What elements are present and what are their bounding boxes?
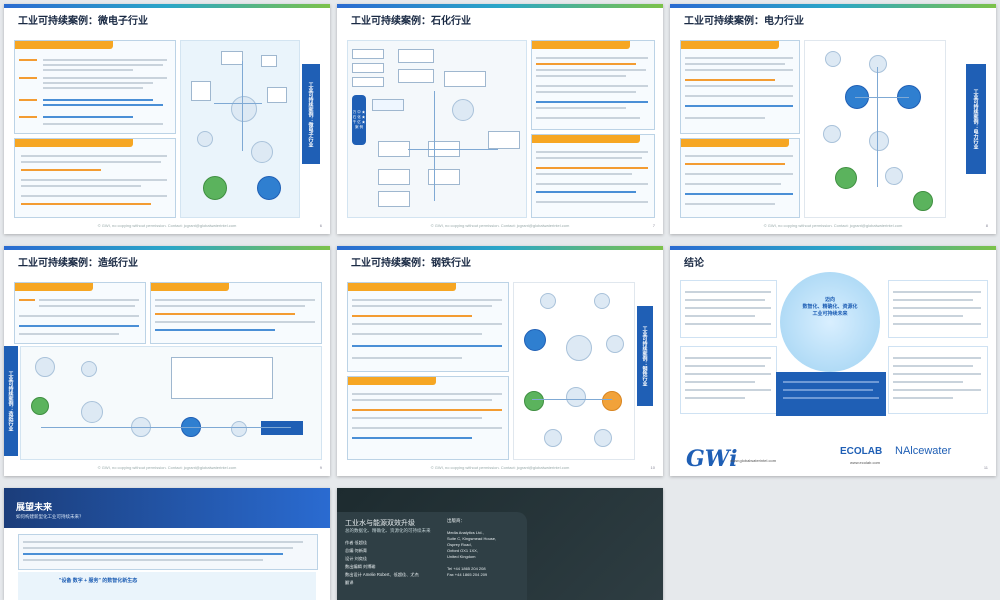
steel-diagram bbox=[513, 282, 635, 460]
cover-subtitle: 总的数据化、精确化、资源化的可持续未来 bbox=[345, 528, 431, 533]
point-box bbox=[680, 280, 777, 338]
slide-back-cover[interactable]: 工业水与能源双效升级 总的数据化、精确化、资源化的可持续未来 作者 低超佳总编 … bbox=[337, 488, 663, 600]
vertical-banner: 工业可持续案例：造纸行业 bbox=[4, 346, 18, 456]
paper-process-diagram bbox=[20, 346, 322, 460]
page-number: 11 bbox=[983, 465, 988, 470]
center-note-box bbox=[776, 372, 886, 416]
ecolab-logo: ECOLAB bbox=[840, 446, 883, 457]
slide-title: 结论 bbox=[684, 258, 704, 269]
credit-line: 数出设计 Amelie Robert、低超佳、尤杰 bbox=[345, 572, 419, 577]
footer-text: © GWI, no copying without permission. Co… bbox=[430, 465, 570, 470]
gwi-logo: GWi bbox=[686, 446, 738, 472]
footer-text: © GWI, no copying without permission. Co… bbox=[430, 223, 570, 228]
slide-title: 工业可持续案例：钢铁行业 bbox=[351, 258, 471, 269]
address-line: Fax +44 1865 204 209 bbox=[447, 572, 488, 577]
page-number: 6 bbox=[319, 223, 322, 228]
vertical-banner: 工业可持续案例：电力行业 bbox=[966, 64, 986, 174]
text-box bbox=[14, 138, 176, 218]
box-heading-tag bbox=[15, 283, 93, 291]
point-box bbox=[680, 346, 777, 414]
slide-title: 工业可持续案例：石化行业 bbox=[351, 16, 471, 27]
side-banner: 万 中 ★ 石 化 ★ 千 亿 ★ 案 例 bbox=[352, 95, 366, 145]
slide-outlook[interactable]: 展望未来 如何构建新型化工业可持续未来？ "设备 数字 + 服务" 的数智化新生… bbox=[4, 488, 330, 600]
slide-topbar bbox=[337, 4, 663, 8]
slide-paper[interactable]: 工业可持续案例：造纸行业 工业可持续案例：造纸行业 © GWI, no copy… bbox=[4, 246, 330, 476]
slide-subtitle: 如何构建新型化工业可持续未来？ bbox=[16, 514, 84, 519]
box-heading-tag bbox=[348, 283, 456, 291]
address-line: United Kingdom bbox=[447, 554, 476, 559]
credit-line: 设计 刘奕佳 bbox=[345, 556, 368, 561]
publisher-label: 出版商： bbox=[447, 518, 465, 523]
process-diagram bbox=[180, 40, 300, 218]
center-circle bbox=[780, 272, 880, 372]
slide-conclusion[interactable]: 结论 迈向 数智化、精确化、资源化 工业可持续未来 GWi www.global… bbox=[670, 246, 996, 476]
text-box bbox=[150, 282, 322, 344]
credit-line: 数出编辑 刘博瑜 bbox=[345, 564, 376, 569]
page-number: 9 bbox=[319, 465, 322, 470]
text-box bbox=[680, 40, 800, 134]
page-number: 8 bbox=[985, 223, 988, 228]
slide-microelectronics[interactable]: 工业可持续案例：微电子行业 工业可持续案例：微电子行业 © GWI, no co… bbox=[4, 4, 330, 234]
slide-steel[interactable]: 工业可持续案例：钢铁行业 工业可持续案例：钢铁行业 © GWI, no copy… bbox=[337, 246, 663, 476]
info-card bbox=[337, 512, 527, 600]
slide-topbar bbox=[670, 246, 996, 250]
ecosystem-label: "设备 数字 + 服务" 的数智化新生态 bbox=[59, 578, 138, 584]
ecosystem-panel bbox=[18, 572, 316, 600]
point-box bbox=[888, 280, 988, 338]
point-box bbox=[888, 346, 988, 414]
credit-line: 翻译 bbox=[345, 580, 354, 585]
vertical-banner: 工业可持续案例：微电子行业 bbox=[302, 64, 320, 164]
gwi-url: www.globalwaterintel.com bbox=[730, 458, 777, 463]
footer-text: © GWI, no copying without permission. Co… bbox=[97, 223, 237, 228]
text-box bbox=[347, 376, 509, 460]
slide-topbar bbox=[337, 246, 663, 250]
box-heading-tag bbox=[348, 377, 436, 385]
slide-title: 工业可持续案例：造纸行业 bbox=[18, 258, 138, 269]
box-heading-tag bbox=[681, 41, 779, 49]
footer-text: © GWI, no copying without permission. Co… bbox=[763, 223, 903, 228]
address-line: Osprey Road, bbox=[447, 542, 472, 547]
page-number: 10 bbox=[650, 465, 655, 470]
center-text: 迈向 数智化、精确化、资源化 工业可持续未来 bbox=[802, 297, 858, 317]
slide-petrochemical[interactable]: 工业可持续案例：石化行业 万 中 ★ 石 化 ★ 千 亿 ★ 案 例 © GWI… bbox=[337, 4, 663, 234]
text-box bbox=[14, 40, 176, 134]
power-diagram bbox=[804, 40, 946, 218]
text-box bbox=[680, 138, 800, 218]
text-box bbox=[347, 282, 509, 372]
page-number: 7 bbox=[652, 223, 655, 228]
nalco-logo: NAlcewater bbox=[895, 445, 952, 457]
ecolab-url: www.ecolab.com bbox=[850, 460, 881, 465]
address-line: Oxford OX1 1XX, bbox=[447, 548, 478, 553]
box-heading-tag bbox=[532, 135, 640, 143]
address-line: Suite C, Kingsmead House, bbox=[447, 536, 497, 541]
slide-topbar bbox=[670, 4, 996, 8]
text-box bbox=[531, 134, 655, 218]
refinery-diagram: 万 中 ★ 石 化 ★ 千 亿 ★ 案 例 bbox=[347, 40, 527, 218]
footer-text: © GWI, no copying without permission. Co… bbox=[97, 465, 237, 470]
box-heading-tag bbox=[15, 41, 113, 49]
slide-title: 工业可持续案例：微电子行业 bbox=[18, 16, 148, 27]
box-heading-tag bbox=[15, 139, 133, 147]
text-box bbox=[18, 534, 318, 570]
credit-line: 总编 何新青 bbox=[345, 548, 368, 553]
text-box bbox=[14, 282, 146, 344]
address-line: Tel +44 1865 204 208 bbox=[447, 566, 486, 571]
credit-line: 作者 低超佳 bbox=[345, 540, 368, 545]
cover-title: 工业水与能源双效升级 bbox=[345, 520, 415, 527]
header-banner bbox=[4, 488, 330, 528]
text-box bbox=[531, 40, 655, 130]
slide-title: 展望未来 bbox=[16, 502, 53, 512]
slide-topbar bbox=[4, 4, 330, 8]
slide-power[interactable]: 工业可持续案例：电力行业 工业可持续案例：电力行业 © GWI, no copy… bbox=[670, 4, 996, 234]
slide-topbar bbox=[4, 246, 330, 250]
box-heading-tag bbox=[532, 41, 630, 49]
address-line: Media Analytics Ltd., bbox=[447, 530, 484, 535]
slide-title: 工业可持续案例：电力行业 bbox=[684, 16, 804, 27]
vertical-banner: 工业可持续案例：钢铁行业 bbox=[637, 306, 653, 406]
box-heading-tag bbox=[151, 283, 229, 291]
box-heading-tag bbox=[681, 139, 789, 147]
